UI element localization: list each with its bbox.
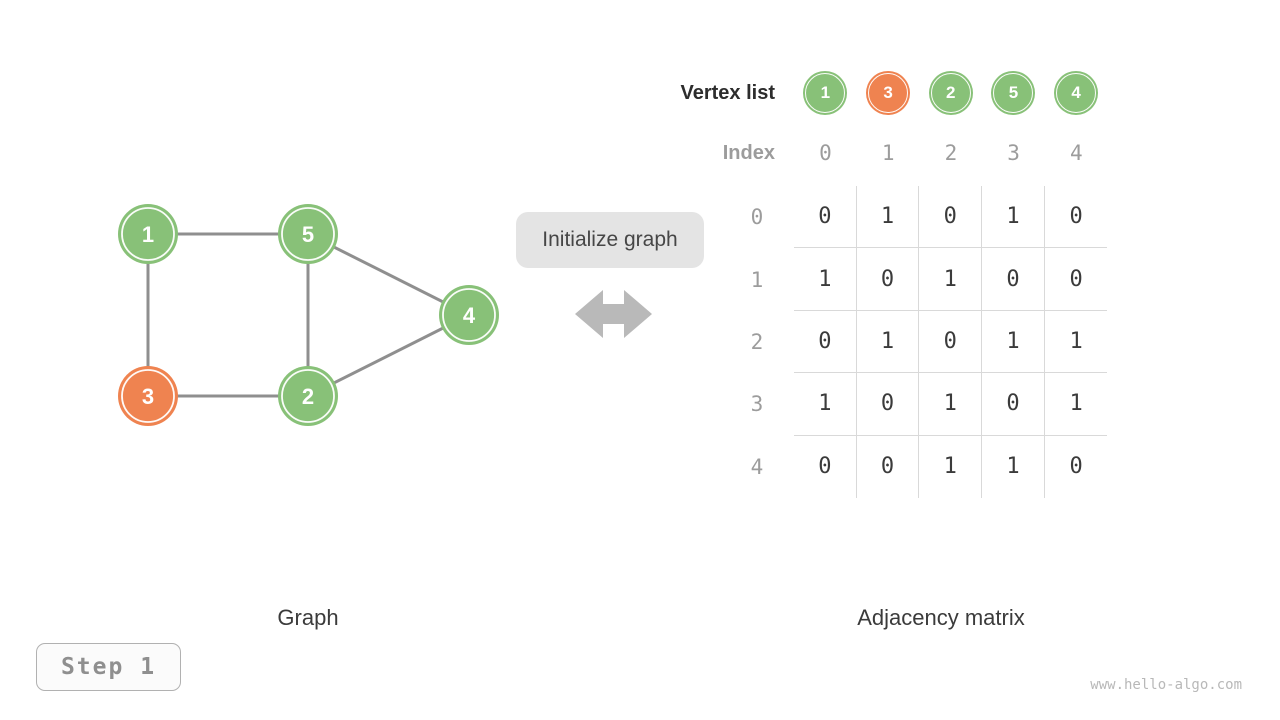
index-value: 1 <box>881 141 895 165</box>
action-label: Initialize graph <box>542 228 678 251</box>
index-value: 0 <box>819 141 832 165</box>
watermark: www.hello-algo.com <box>1090 677 1242 693</box>
step-badge: Step 1 <box>36 643 181 691</box>
graph-edge <box>307 232 470 317</box>
graph-node: 4 <box>439 285 499 345</box>
matrix-row-label: 2 <box>750 329 764 354</box>
vertex-list-item: 2 <box>928 71 973 115</box>
vertex-list-item-label: 2 <box>946 83 956 102</box>
graph-node-label: 3 <box>142 384 154 409</box>
matrix-cell: 1 <box>982 186 1045 249</box>
double-arrow-shape <box>575 290 652 338</box>
matrix-cell: 0 <box>856 248 920 311</box>
double-arrow-icon <box>575 290 652 338</box>
matrix-row-label: 4 <box>750 454 764 479</box>
vertex-list-item-label: 5 <box>1008 83 1019 102</box>
matrix-cell: 0 <box>919 310 983 374</box>
matrix-cell: 1 <box>1044 373 1108 436</box>
graph-node-ring <box>121 207 175 261</box>
matrix-cell: 1 <box>919 248 983 311</box>
step-badge-label: Step 1 <box>60 654 157 680</box>
matrix-cell: 1 <box>982 435 1045 498</box>
matrix-cell: 0 <box>1044 186 1108 249</box>
graph-node: 3 <box>118 366 178 426</box>
matrix-cell: 0 <box>794 310 857 374</box>
matrix-cell: 1 <box>794 373 857 436</box>
graph-node: 2 <box>278 366 338 426</box>
matrix-cell: 0 <box>919 186 983 249</box>
matrix-cell: 1 <box>982 310 1045 374</box>
matrix-cell: 1 <box>919 435 983 498</box>
vertex-list-item-label: 4 <box>1071 83 1081 102</box>
index-value: 4 <box>1069 141 1083 165</box>
action-label-box: Initialize graph <box>516 212 704 268</box>
vertex-list-item: 3 <box>866 71 911 115</box>
matrix-cell: 0 <box>1044 248 1108 311</box>
matrix-cell: 0 <box>794 186 857 249</box>
matrix-cell: 0 <box>857 435 920 498</box>
matrix-cell: 0 <box>794 435 857 498</box>
matrix-cell: 0 <box>1069 454 1083 480</box>
matrix-cell: 1 <box>794 248 857 311</box>
graph-node-ring <box>281 207 335 261</box>
graph-node-label: 4 <box>463 303 476 328</box>
vertex-list-label: Vertex list <box>680 82 775 104</box>
matrix-cell: 0 <box>982 373 1045 436</box>
graph-edge <box>307 313 470 398</box>
graph-node: 5 <box>278 204 338 264</box>
matrix-cell: 0 <box>982 248 1045 311</box>
matrix-cell: 1 <box>1044 311 1108 374</box>
vertex-list-item: 5 <box>991 71 1036 115</box>
graph: 1 5 4 3 2 <box>118 204 499 426</box>
matrix-row-label: 3 <box>750 392 764 417</box>
graph-node: 1 <box>118 204 178 264</box>
graph-node-label: 1 <box>142 222 154 247</box>
index-value: 3 <box>1007 141 1020 165</box>
graph-node-ring <box>121 369 175 423</box>
matrix-cell: 1 <box>856 310 920 374</box>
graph-node-ring <box>442 288 496 342</box>
matrix-row-label: 0 <box>750 205 764 230</box>
vertex-list-item-label: 3 <box>883 83 893 102</box>
graph-node-label: 5 <box>302 222 314 247</box>
caption-graph: Graph <box>277 605 339 630</box>
index-label: Index <box>722 142 775 164</box>
matrix-cell: 1 <box>919 373 983 436</box>
matrix-row-label: 1 <box>750 267 764 292</box>
vertex-list-item-label: 1 <box>820 83 831 102</box>
vertex-list-item: 4 <box>1054 71 1099 115</box>
graph-node-ring <box>281 369 335 423</box>
vertex-list-item: 1 <box>803 71 848 115</box>
caption-matrix: Adjacency matrix <box>857 605 1025 630</box>
matrix-cell: 1 <box>856 186 920 249</box>
matrix-cell: 0 <box>856 373 920 436</box>
index-value: 2 <box>944 141 958 165</box>
graph-node-label: 2 <box>302 384 314 409</box>
